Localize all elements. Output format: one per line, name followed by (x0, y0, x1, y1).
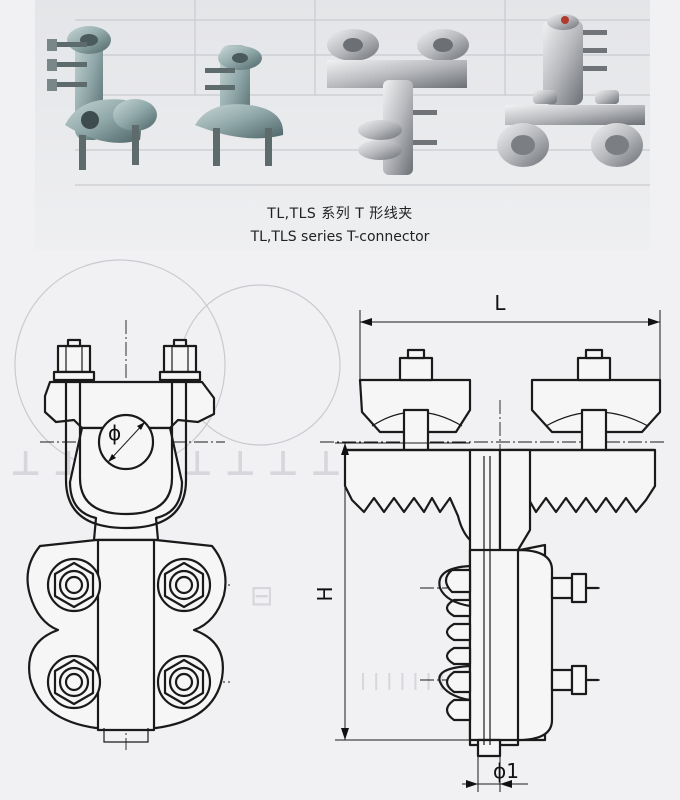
bolt-head-lower-right (156, 654, 212, 710)
caption-english: TL,TLS series T-connector (250, 229, 430, 245)
photo-connector-4 (497, 14, 645, 167)
photo-connector-3 (327, 29, 469, 175)
technical-drawing: ⊥ ⊥ ⊥ ⊥ ⊥ ⊥ ⊥ ⊥ ⊥ ⊥ ⊥ ⊥ ⊥ ⊥ ⊟ ⅼ ⅼ ⅼ ⅼ ⅼ … (10, 259, 665, 792)
dimension-H-label: H (313, 586, 337, 601)
top-nut-right (158, 338, 202, 382)
svg-text:⊟: ⊟ (250, 579, 273, 612)
lower-center-plate (96, 538, 156, 732)
photo-connector-2 (195, 45, 284, 166)
bolt-head-upper-right (156, 557, 212, 613)
dimension-phi1: ϕ1 (462, 740, 528, 792)
front-view: ϕ (26, 320, 230, 750)
u-bolt (64, 368, 188, 530)
dimension-H: H (313, 442, 470, 741)
caption-chinese: TL,TLS 系列 T 形线夹 (267, 206, 413, 222)
side-view (320, 348, 665, 760)
photo-connector-1 (47, 26, 157, 170)
bolt-head-lower-left (46, 654, 102, 710)
top-nut-left (52, 338, 96, 382)
lower-bolt-upper (550, 572, 600, 604)
dimension-L-label: L (494, 291, 506, 315)
product-photo-panel (35, 0, 650, 250)
product-photos (47, 0, 650, 186)
lower-u-bolt (438, 564, 472, 608)
phi-dimension-line (107, 421, 146, 463)
dimension-phi1-label: ϕ1 (493, 759, 519, 783)
bolt-head-upper-left (46, 557, 102, 613)
lower-clamp-fins (444, 568, 472, 722)
phi-label: ϕ (108, 421, 121, 445)
dimension-L: L (359, 291, 661, 380)
lower-bolt-lower (550, 664, 600, 696)
